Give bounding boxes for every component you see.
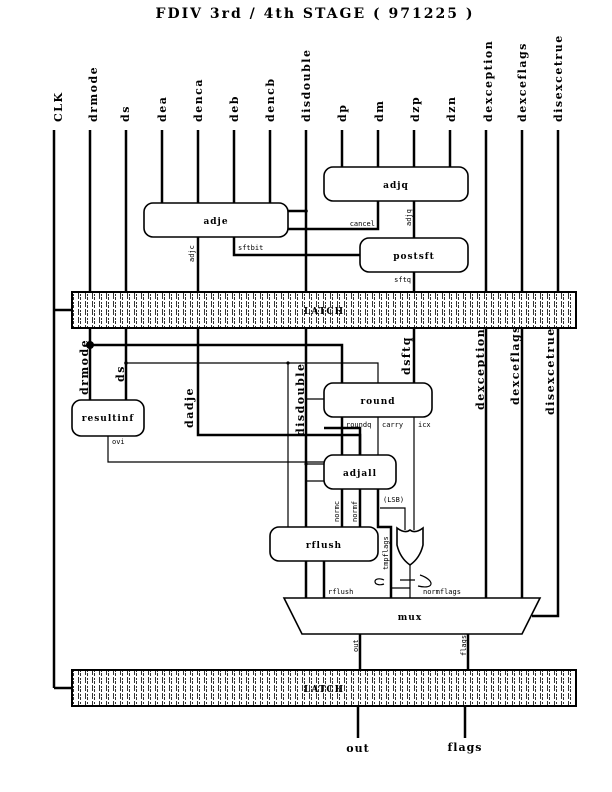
adjall-label: adjall — [343, 469, 377, 479]
latch-top-label: LATCH — [304, 307, 344, 317]
outputs: out flags — [346, 706, 483, 755]
or-gate-icon — [396, 526, 424, 566]
signal-label-clk: CLK — [52, 91, 65, 122]
latch-top-label-bg — [300, 304, 348, 316]
mux-flags-label: flags — [460, 635, 468, 656]
latched-dadje-label: dadje — [183, 387, 196, 428]
signal-label-dea: dea — [156, 96, 169, 122]
middle-blocks: resultinf round adjall rflush — [71, 382, 433, 566]
junction-dot — [304, 462, 308, 466]
tmpflags-wire — [376, 489, 393, 598]
signal-label-dexception: dexception — [482, 40, 495, 122]
rflush-block-label: rflush — [306, 541, 342, 551]
signal-label-drmode: drmode — [87, 66, 100, 122]
mux-block — [282, 597, 542, 635]
postsft-block — [359, 237, 469, 273]
adjq-block — [323, 166, 469, 202]
signal-label-dzn: dzn — [445, 96, 458, 122]
adjq-wire-label: adjq — [405, 209, 413, 226]
latched-disdouble-label: disdouble — [294, 363, 307, 436]
latch-bottom-label: LATCH — [304, 685, 344, 695]
normflags-label: normflags — [423, 588, 461, 596]
signal-label-dencb: dencb — [264, 77, 277, 122]
adjq-label: adjq — [383, 181, 409, 191]
adjall-block — [323, 454, 397, 490]
latch-bottom: LATCH — [71, 669, 577, 707]
adje-block — [143, 202, 289, 238]
roundq-label: roundq — [346, 421, 371, 429]
cancel-label: cancel — [350, 220, 375, 228]
round-block — [323, 382, 433, 418]
latched-drmode-label: drmode — [78, 339, 91, 395]
loop-marks — [374, 574, 432, 588]
signal-label-deb: deb — [228, 95, 241, 122]
postsft-label: postsft — [393, 252, 435, 262]
latched-disexcetrue-label: disexcetrue — [544, 327, 557, 415]
roundq-to-adjall — [324, 426, 362, 455]
mux: mux out flags — [282, 597, 542, 670]
signal-label-ds: ds — [119, 105, 132, 122]
sftbit-wire — [232, 237, 360, 257]
rflush-block — [269, 526, 379, 562]
latched-dsftq-label: dsftq — [400, 336, 413, 375]
latched-dexceflags-label: dexceflags — [509, 325, 522, 405]
latch-bottom-label-bg — [300, 682, 348, 694]
latched-disexcetrue-wire — [532, 328, 560, 618]
resultinf-block — [71, 399, 145, 437]
adje-label: adje — [203, 217, 228, 227]
junction-dot — [304, 209, 308, 213]
sftbit-label: sftbit — [238, 244, 263, 252]
icx-label: icx — [418, 421, 431, 429]
input-signal-labels: CLK drmode ds dea denca deb dencb disdou… — [52, 34, 565, 122]
signal-label-dm: dm — [373, 100, 386, 122]
latch-top: LATCH — [71, 291, 577, 329]
ds-to-round — [126, 362, 379, 383]
resultinf-label: resultinf — [82, 414, 135, 424]
upper-wires — [52, 130, 560, 690]
normf-label: normf — [351, 501, 359, 522]
ovi-label: ovi — [112, 438, 125, 446]
ovi-wire — [107, 436, 324, 463]
output-out-label: out — [346, 742, 369, 755]
signal-label-dp: dp — [336, 104, 349, 122]
output-flags-label: flags — [448, 741, 483, 754]
drmode-to-round — [90, 343, 344, 383]
signal-label-denca: denca — [192, 78, 205, 122]
diagram-title: FDIV 3rd / 4th STAGE ( 971225 ) — [156, 6, 475, 22]
carry-label: carry — [382, 421, 403, 429]
junction-dot — [286, 361, 290, 365]
ds-junction — [124, 361, 128, 365]
mux-out-label: out — [352, 639, 360, 652]
middle-wires — [86, 328, 560, 618]
latched-dexception-label: dexception — [474, 328, 487, 410]
middle-labels: drmode ds dadje disdouble dsftq dexcepti… — [78, 325, 557, 596]
upper-blocks: adjq adje postsft cancel adjq adjc sftbi… — [143, 166, 469, 284]
adjc-label: adjc — [188, 245, 196, 262]
round-label: round — [360, 397, 395, 407]
signal-label-disexcetrue: disexcetrue — [552, 34, 565, 122]
normc-label: normc — [333, 501, 341, 522]
lsb-wire — [380, 507, 406, 530]
latched-ds-label: ds — [114, 365, 127, 382]
signal-label-dexceflags: dexceflags — [516, 42, 529, 122]
rflush-label: rflush — [328, 588, 353, 596]
cancel-wire — [288, 201, 380, 231]
lsb-label: (LSB) — [383, 496, 404, 504]
mux-label: mux — [398, 613, 422, 623]
signal-label-dzp: dzp — [409, 96, 422, 122]
signal-label-disdouble: disdouble — [300, 49, 313, 122]
tmpflags-label: tmpflags — [382, 536, 390, 570]
sftq-label: sftq — [394, 276, 411, 284]
